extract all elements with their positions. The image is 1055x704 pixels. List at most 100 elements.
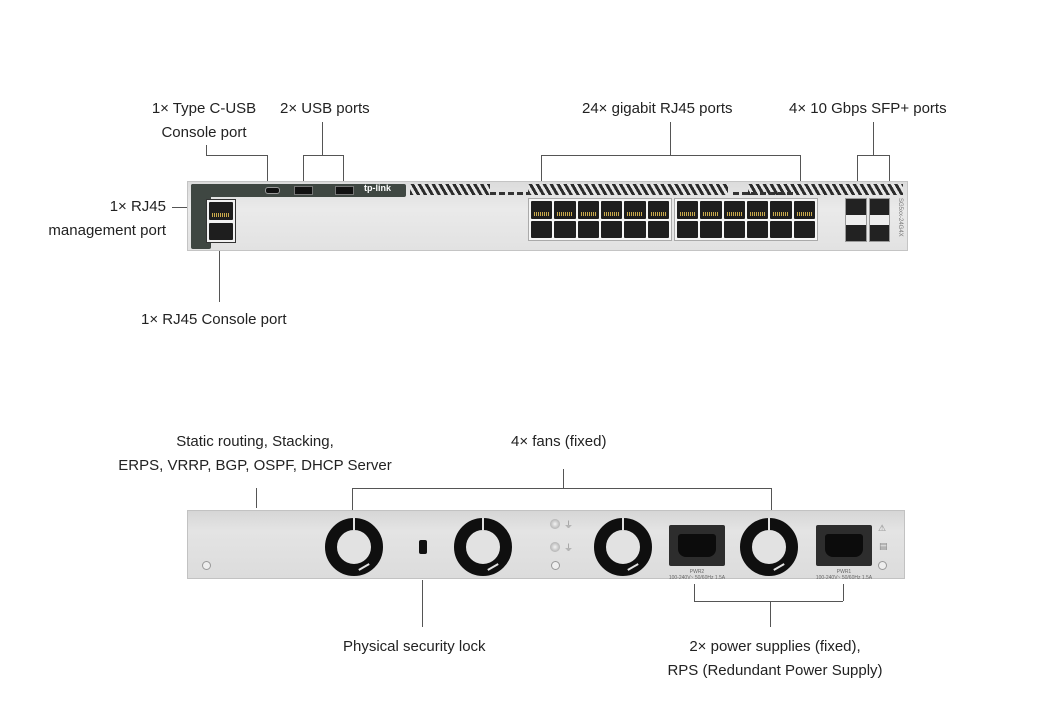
- mgmt-port-label: 1× RJ45 management port: [20, 195, 166, 243]
- rj45-port: [700, 201, 722, 219]
- mgmt-rj45-port: [209, 202, 233, 220]
- pwr2-label: PWR2 100-240V~ 50/60Hz 1.5A: [652, 569, 742, 581]
- type-c-console-label: 1× Type C-USB Console port: [140, 97, 268, 145]
- rj45-port: [577, 201, 599, 219]
- iec-socket: [678, 534, 716, 557]
- rj45-port: [770, 220, 792, 238]
- leader-line: [206, 145, 207, 155]
- leader-line: [352, 488, 771, 489]
- usb-ports-label: 2× USB ports: [280, 100, 370, 117]
- pwr2-rating: 100-240V~ 50/60Hz 1.5A: [668, 575, 726, 581]
- leader-line: [303, 155, 343, 156]
- leader-line: [541, 155, 800, 156]
- vent-grille: [410, 184, 490, 195]
- leader-line: [352, 488, 353, 524]
- pwr2-name: PWR2: [689, 569, 705, 575]
- sfp-port-pair: [868, 198, 890, 242]
- rj45-port: [531, 201, 553, 219]
- sfp-ports-label: 4× 10 Gbps SFP+ ports: [789, 100, 947, 117]
- rj45-port: [747, 220, 769, 238]
- screw-icon: [878, 561, 887, 570]
- leader-line: [322, 122, 323, 155]
- iec-socket: [825, 534, 863, 557]
- rj45-port: [647, 220, 669, 238]
- leader-line: [303, 155, 304, 185]
- ground-screw-icon: [550, 542, 560, 552]
- rj45-port: [677, 201, 699, 219]
- features-label: Static routing, Stacking, ERPS, VRRP, BG…: [110, 430, 400, 478]
- vent-grille: [528, 184, 728, 195]
- rj45-port: [677, 220, 699, 238]
- leader-line: [843, 584, 844, 601]
- leader-line: [256, 488, 257, 508]
- console-rj45-port: [209, 222, 233, 240]
- fan-4: [740, 518, 798, 576]
- rj45-port: [531, 220, 553, 238]
- vent-dash: [490, 192, 530, 195]
- rj45-console-label: 1× RJ45 Console port: [141, 311, 287, 328]
- fan-1: [325, 518, 383, 576]
- fans-label: 4× fans (fixed): [511, 433, 607, 450]
- ground-symbol-icon: ⏚: [564, 543, 574, 553]
- rj45-port: [601, 201, 623, 219]
- leader-line: [694, 601, 843, 602]
- rj45-ports-label: 24× gigabit RJ45 ports: [582, 100, 733, 117]
- type-c-console-port: [265, 187, 280, 194]
- power-inlet-pwr1: [816, 525, 872, 566]
- model-number: SG5xx-24G4X: [897, 198, 903, 237]
- rj45-port: [554, 220, 576, 238]
- leader-line: [206, 155, 268, 156]
- vent-grille: [748, 184, 903, 195]
- warning-icon: ⚠: [878, 523, 887, 533]
- power-supplies-label: 2× power supplies (fixed), RPS (Redundan…: [660, 635, 890, 683]
- sfp-port-group: [845, 198, 890, 242]
- fan-3: [594, 518, 652, 576]
- screw-icon: [202, 561, 211, 570]
- power-label-line1: 2× power supplies (fixed),: [689, 638, 861, 655]
- rj45-port: [793, 220, 815, 238]
- leader-line: [219, 236, 220, 302]
- leader-line: [770, 601, 771, 627]
- switch-front-panel: tp-link SG5xx-24G4X: [187, 181, 908, 251]
- leader-line: [343, 155, 344, 185]
- rj45-port-group-1: [528, 198, 672, 241]
- leader-line: [422, 580, 423, 627]
- leader-line: [694, 584, 695, 601]
- rj45-port: [793, 201, 815, 219]
- rj45-port: [747, 201, 769, 219]
- rj45-port: [624, 201, 646, 219]
- mgmt-port-label-line1: 1× RJ45: [109, 198, 166, 215]
- fan-2: [454, 518, 512, 576]
- pwr1-name: PWR1: [836, 569, 852, 575]
- mgmt-port-label-line2: management port: [48, 222, 166, 239]
- power-inlet-pwr2: [669, 525, 725, 566]
- rj45-port: [647, 201, 669, 219]
- usb-port-1: [294, 186, 313, 195]
- leader-line: [873, 122, 874, 155]
- pwr1-label: PWR1 100-240V~ 50/60Hz 1.5A: [799, 569, 889, 581]
- rj45-port: [723, 201, 745, 219]
- ground-screw-icon: [550, 519, 560, 529]
- leader-line: [857, 155, 889, 156]
- rj45-port: [770, 201, 792, 219]
- security-lock-slot: [419, 540, 427, 554]
- leader-line: [889, 155, 890, 185]
- leader-line: [267, 155, 268, 185]
- leader-line: [800, 155, 801, 200]
- type-c-console-label-line2: Console port: [161, 124, 247, 141]
- features-label-line1: Static routing, Stacking,: [176, 433, 334, 450]
- rj45-port-group-2: [674, 198, 818, 241]
- ground-symbol-icon: ⏚: [564, 520, 574, 530]
- rj45-port: [700, 220, 722, 238]
- mgmt-console-ports: [206, 199, 236, 243]
- rj45-port: [624, 220, 646, 238]
- usb-port-2: [335, 186, 354, 195]
- features-label-line2: ERPS, VRRP, BGP, OSPF, DHCP Server: [118, 457, 392, 474]
- tp-link-logo: tp-link: [364, 183, 391, 193]
- switch-rear-panel: ⏚ ⏚ PWR2 100-240V~ 50/60Hz 1.5A PWR1 100…: [187, 510, 905, 581]
- type-c-console-label-line1: 1× Type C-USB: [151, 100, 257, 117]
- leader-line: [771, 488, 772, 524]
- rj45-port: [601, 220, 623, 238]
- sfp-port-pair: [845, 198, 867, 242]
- security-lock-label: Physical security lock: [343, 638, 486, 655]
